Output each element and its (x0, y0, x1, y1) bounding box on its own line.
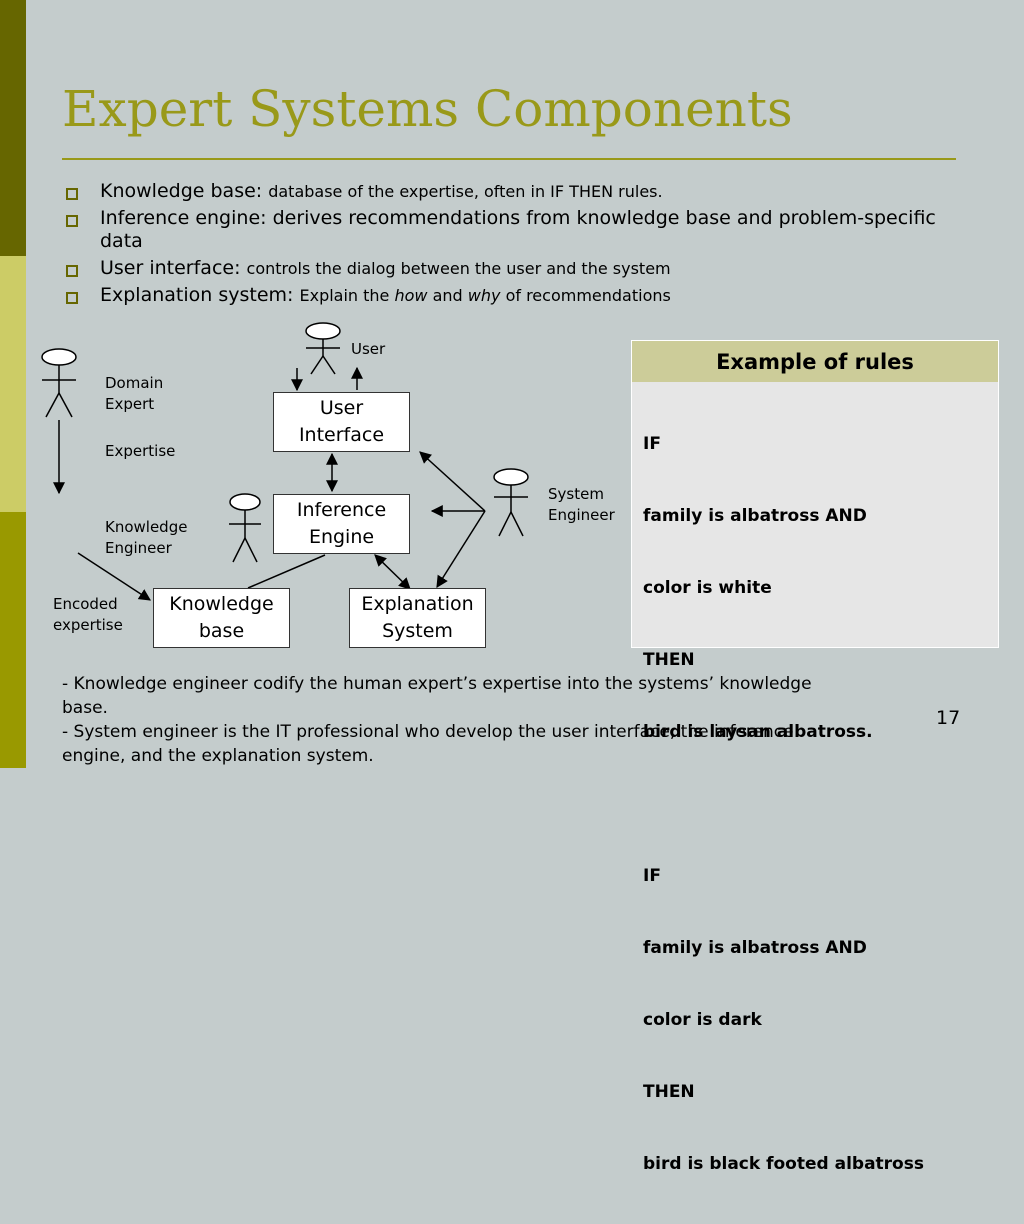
page-number: 17 (936, 707, 961, 729)
rule-line (643, 792, 998, 816)
user-label: User (351, 340, 386, 358)
rule-line: bird is black footed albatross (643, 1154, 924, 1174)
square-bullet-icon (66, 292, 78, 304)
bullet-head: User interface: (100, 257, 247, 279)
footer-notes: - Knowledge engineer codify the human ex… (62, 672, 862, 768)
rules-body: IF family is albatross AND color is whit… (632, 382, 998, 1224)
slide-title: Expert Systems Components (62, 80, 793, 138)
explanation-system-box: Explanation System (349, 588, 486, 648)
square-bullet-icon (66, 215, 78, 227)
knowledge-engineer-label: Knowledge Engineer (105, 518, 188, 557)
sidebar-block-dark (0, 0, 26, 256)
rules-header: Example of rules (632, 341, 998, 382)
encoded-expertise-label: Encoded expertise (53, 595, 123, 634)
expertise-label: Expertise (105, 442, 176, 460)
rule-line: color is white (643, 578, 772, 598)
rule-line: THEN (643, 650, 695, 670)
bullet-detail: database of the expertise, often in IF T… (268, 182, 663, 201)
bullet-knowledge-base: Knowledge base: database of the expertis… (62, 180, 962, 203)
bullet-detail: controls the dialog between the user and… (246, 259, 671, 278)
sidebar-block-light (0, 256, 26, 512)
rule-line: THEN (643, 1082, 695, 1102)
rule-line: family is albatross AND (643, 506, 867, 526)
bullet-head: Explanation system: (100, 284, 300, 306)
bullet-explanation-system: Explanation system: Explain the how and … (62, 284, 962, 307)
bullet-detail: Explain the how and why of recommendatio… (299, 286, 671, 305)
rule-line: IF (643, 434, 661, 454)
title-divider (62, 158, 956, 160)
domain-expert-label: Domain Expert (105, 374, 164, 413)
inference-engine-box: Inference Engine (273, 494, 410, 554)
knowledge-engineer-figure-icon (229, 493, 261, 563)
rules-table: Example of rules IF family is albatross … (631, 340, 999, 1174)
bullet-user-interface: User interface: controls the dialog betw… (62, 257, 962, 280)
square-bullet-icon (66, 265, 78, 277)
bullet-inference-engine: Inference engine: derives recommendation… (62, 207, 962, 253)
user-figure-icon (305, 322, 341, 375)
system-engineer-figure-icon (493, 468, 529, 537)
bullet-head: Knowledge base: (100, 180, 269, 202)
bullet-head: Inference engine: derives recommendation… (100, 207, 936, 252)
footer-note-1: - Knowledge engineer codify the human ex… (62, 674, 812, 718)
rule-line: family is albatross AND (643, 938, 867, 958)
sidebar-decoration (0, 0, 26, 768)
footer-note-2: - System engineer is the IT professional… (62, 722, 794, 766)
system-engineer-label: System Engineer (548, 485, 615, 524)
rule-line: bird is laysan albatross. (643, 722, 873, 742)
bullet-list: Knowledge base: database of the expertis… (62, 180, 962, 311)
sidebar-block-mid (0, 512, 26, 768)
rule-line: color is dark (643, 1010, 762, 1030)
user-interface-box: User Interface (273, 392, 410, 452)
knowledge-base-box: Knowledge base (153, 588, 290, 648)
rule-line: IF (643, 866, 661, 886)
domain-expert-figure-icon (41, 348, 77, 418)
square-bullet-icon (66, 188, 78, 200)
